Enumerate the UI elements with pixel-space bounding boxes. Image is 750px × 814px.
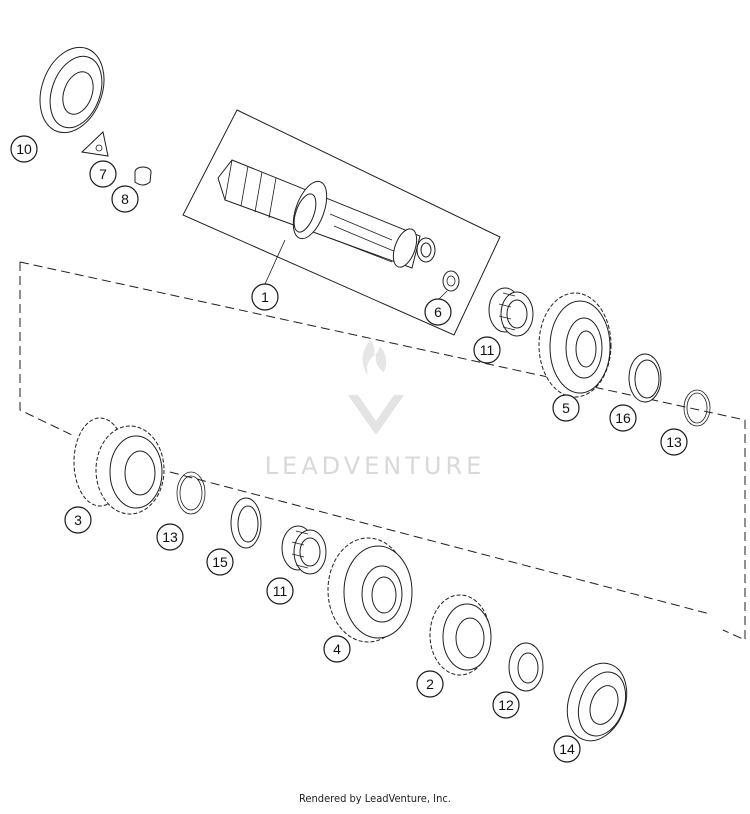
part-11-needle-bearing-top — [488, 287, 534, 337]
part-4-gear — [327, 537, 413, 643]
part-11-needle-bearing-lower — [281, 525, 327, 575]
part-1-shaft-box — [182, 109, 501, 336]
callout-8: 8 — [111, 185, 139, 213]
callout-label: 11 — [480, 342, 495, 358]
part-3-double-gear — [73, 417, 165, 515]
callout-label: 16 — [615, 410, 631, 426]
footer-credit: Rendered by LeadVenture, Inc. — [299, 792, 451, 805]
part-14-bearing — [566, 662, 628, 742]
callout-10: 10 — [10, 135, 38, 163]
assembly-dashed-outline — [19, 261, 746, 641]
callout-16: 16 — [609, 404, 637, 432]
callout-6: 6 — [424, 298, 452, 326]
part-16-washer — [628, 353, 662, 403]
callout-label: 1 — [261, 289, 269, 305]
callout-3: 3 — [64, 506, 92, 534]
callout-label: 6 — [434, 304, 442, 320]
callout-label: 10 — [16, 141, 32, 157]
part-5-gear — [538, 292, 612, 398]
callout-label: 13 — [666, 434, 682, 450]
part-10-bearing — [39, 46, 105, 134]
part-2-gear — [429, 594, 492, 676]
callout-label: 14 — [559, 741, 575, 757]
part-13-circlip-top — [683, 389, 711, 427]
callout-label: 12 — [498, 697, 514, 713]
callout-label: 8 — [121, 191, 129, 207]
callout-label: 11 — [273, 583, 288, 599]
callout-11: 11 — [266, 577, 294, 605]
part-12-washer — [508, 642, 544, 692]
callout-label: 3 — [74, 512, 82, 528]
callout-label: 13 — [162, 529, 178, 545]
watermark: LEADVENTURE — [265, 340, 486, 480]
callout-1: 1 — [251, 283, 279, 311]
callout-11: 11 — [473, 336, 501, 364]
part-13-circlip-lower — [176, 471, 206, 515]
leader-line-1 — [264, 239, 286, 285]
callout-5: 5 — [552, 394, 580, 422]
callout-13: 13 — [156, 523, 184, 551]
callout-label: 2 — [426, 676, 434, 692]
callout-2: 2 — [416, 670, 444, 698]
callout-15: 15 — [206, 548, 234, 576]
callout-13: 13 — [660, 428, 688, 456]
part-8-pin — [134, 166, 152, 186]
callout-4: 4 — [323, 635, 351, 663]
callout-label: 7 — [99, 166, 107, 182]
part-15-thrust-washer — [230, 497, 262, 549]
part-7-lock-plate — [80, 131, 109, 157]
callout-12: 12 — [492, 691, 520, 719]
callout-label: 5 — [562, 400, 570, 416]
callout-label: 4 — [333, 641, 341, 657]
callout-14: 14 — [553, 735, 581, 763]
watermark-text: LEADVENTURE — [265, 452, 486, 480]
callout-label: 15 — [212, 554, 228, 570]
callout-7: 7 — [89, 160, 117, 188]
